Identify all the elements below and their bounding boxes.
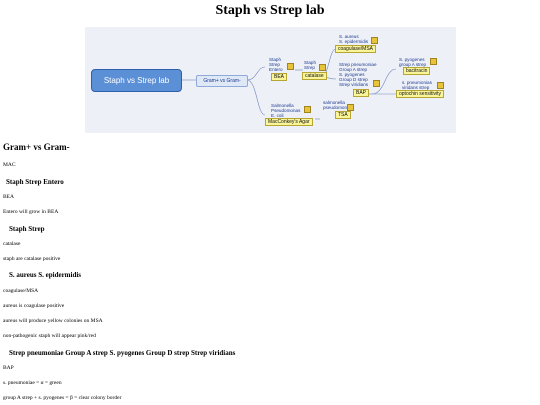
heading-staph-strep: Staph Strep: [9, 225, 45, 233]
text-aureus-coagulase: aureus is coagulase positive: [3, 303, 65, 309]
coagulase-msa-box[interactable]: coagulase/MSA: [335, 45, 377, 53]
note-icon[interactable]: [373, 80, 380, 87]
optochin-box[interactable]: optochin sensitivity: [396, 90, 444, 98]
bap-box[interactable]: BAP: [353, 89, 370, 97]
root-node[interactable]: Staph vs Strep lab: [91, 69, 182, 92]
text-coagulase-msa: coagulase/MSA: [3, 288, 39, 294]
text-bea: BEA: [3, 194, 14, 200]
text-mac: MAC: [3, 162, 16, 168]
tsa-box[interactable]: TSA: [335, 111, 351, 119]
text-nonpathogenic: non-pathogenic staph will appear pink/re…: [3, 333, 96, 339]
text-bap: BAP: [3, 365, 14, 371]
catalase-box[interactable]: catalase: [302, 72, 327, 80]
strep-list-node[interactable]: Strep pneumoniae Group A strep S. pyogen…: [339, 62, 377, 87]
gram-node[interactable]: Gram+ vs Gram-: [196, 75, 248, 87]
bacitracin-box[interactable]: bacitracin: [403, 67, 431, 75]
text-groupa: group A strep + s. pyogenes = β = clear …: [3, 395, 122, 401]
spyogenes-groupa-node[interactable]: S. pyogenes group A strep: [399, 57, 427, 67]
mind-map: Staph vs Strep lab Gram+ vs Gram- Staph …: [85, 27, 456, 133]
note-icon[interactable]: [319, 64, 326, 71]
text-spneumoniae: s. pneumoniae = α = green: [3, 380, 62, 386]
note-icon[interactable]: [304, 106, 311, 113]
salm-pseudo-node[interactable]: salmonella pseudomonas: [323, 100, 352, 110]
macconkey-box[interactable]: MacConkey's Agar: [265, 118, 313, 126]
staph-strep-node[interactable]: Staph Strep: [304, 60, 317, 70]
staph-strep-entero-node[interactable]: Staph Strep Entero: [269, 57, 283, 72]
note-icon[interactable]: [371, 37, 378, 44]
text-staph-catalase: staph are catalase positive: [3, 256, 61, 262]
heading-saureus-sepidermidis: S. aureus S. epidermidis: [9, 271, 82, 279]
text-catalase: catalase: [3, 241, 21, 247]
note-icon[interactable]: [430, 58, 437, 65]
bea-box[interactable]: BEA: [271, 73, 288, 81]
heading-staph-strep-entero: Staph Strep Entero: [6, 178, 64, 186]
text-entero-bea: Entero will grow in BEA: [3, 209, 59, 215]
note-icon[interactable]: [287, 63, 294, 70]
text-aureus-msa: aureus will produce yellow colonies on M…: [3, 318, 103, 324]
heading-strep-list: Strep pneumoniae Group A strep S. pyogen…: [9, 349, 236, 357]
note-icon[interactable]: [437, 82, 444, 89]
heading-gram: Gram+ vs Gram-: [3, 142, 70, 152]
saureus-sepidermidis-node[interactable]: S. aureus S. epidermidis: [339, 34, 369, 44]
page-title: Staph vs Strep lab: [215, 3, 325, 18]
salm-pseudo-ecoli-node[interactable]: Salmonella Pseudomonas E. coli: [271, 103, 301, 118]
note-icon[interactable]: [347, 104, 354, 111]
spneumonias-viridans-node[interactable]: s. pneumonias viridans strep: [402, 80, 432, 90]
